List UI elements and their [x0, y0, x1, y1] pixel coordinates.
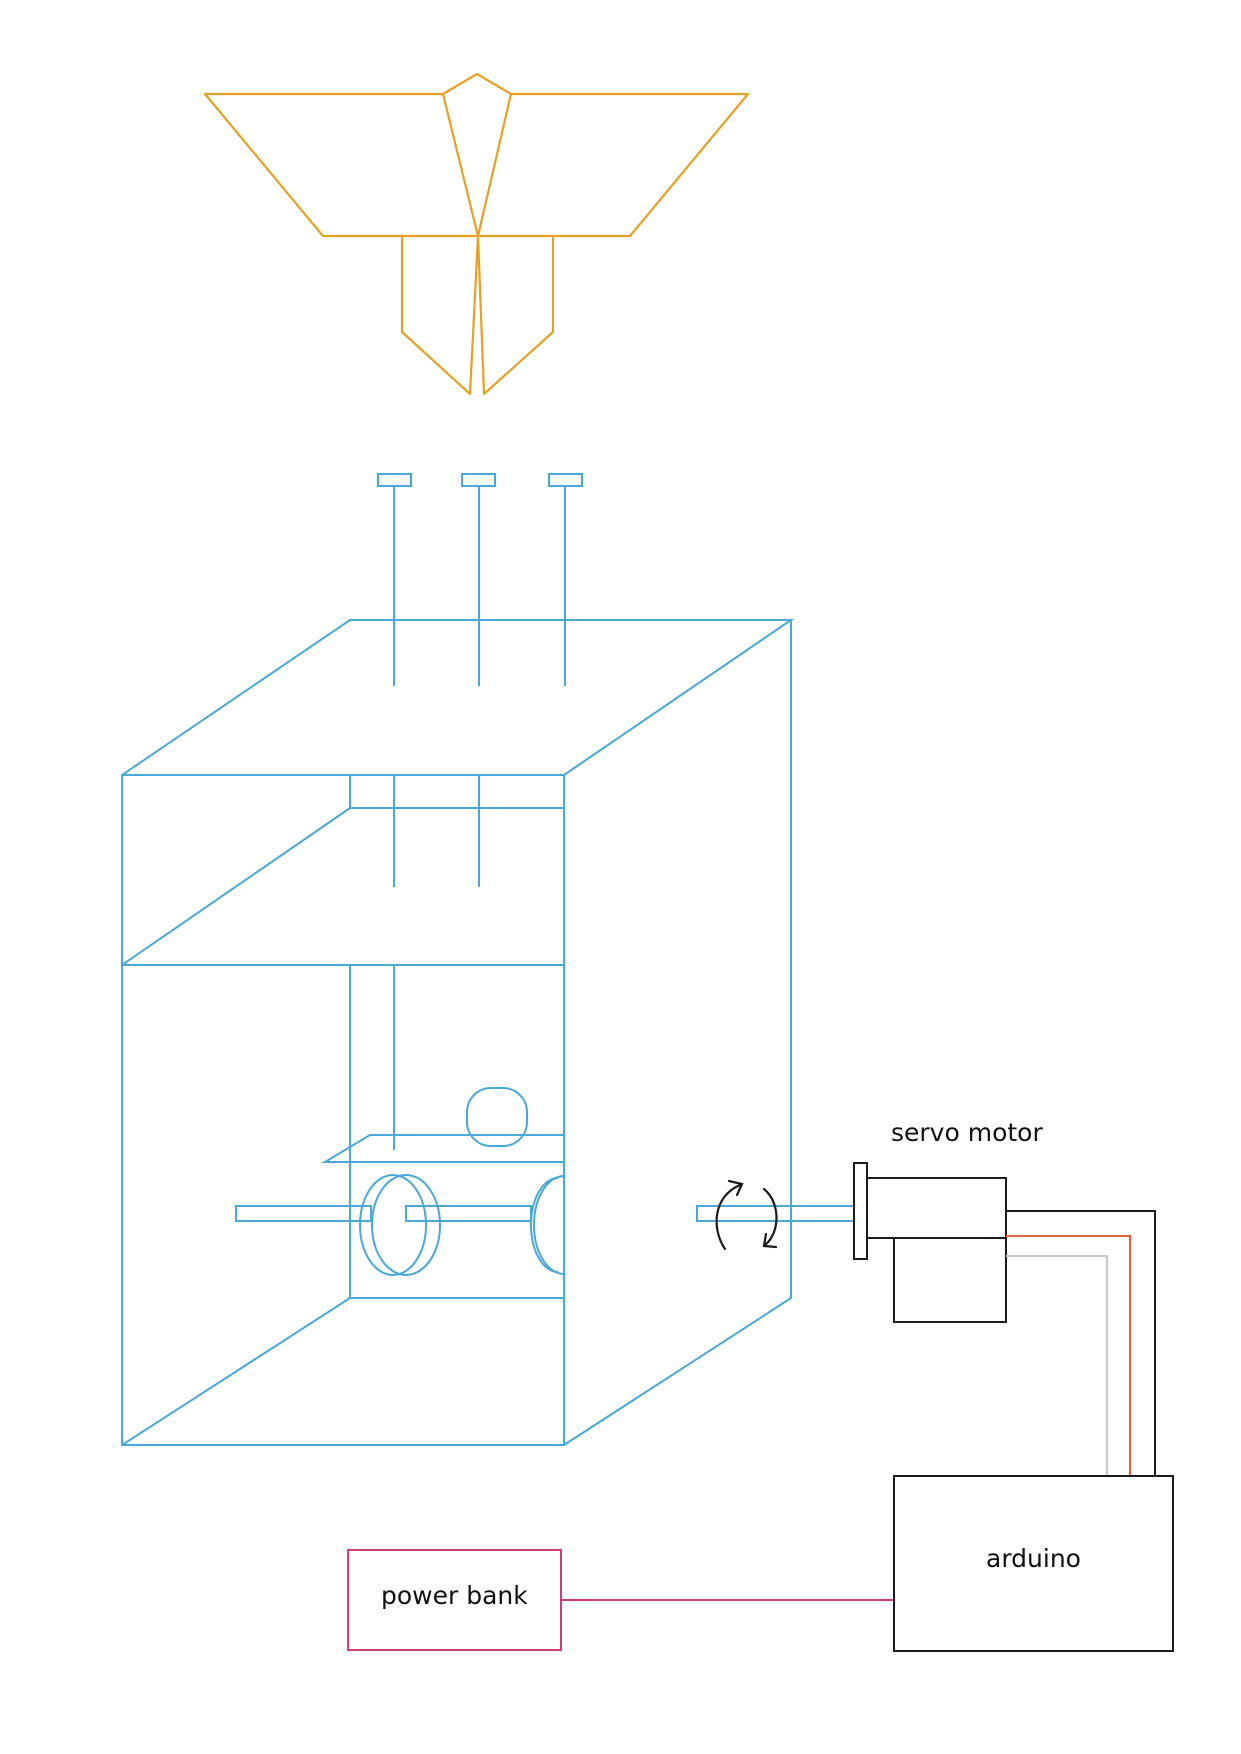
signal-wire	[1006, 1235, 1131, 1476]
rotation-arrowhead-lower	[762, 1232, 778, 1249]
cam-wheel-2	[533, 1175, 565, 1275]
ground-wire	[1006, 1255, 1108, 1476]
power-bank-box	[347, 1549, 562, 1651]
servo-gearbox	[893, 1237, 1007, 1323]
box-top-face	[121, 619, 795, 776]
cam-wheel-1-front	[371, 1174, 441, 1276]
wiring	[561, 1210, 1156, 1601]
rod-cap-right	[548, 473, 583, 487]
cam-wheel-2-back	[530, 1177, 559, 1273]
bird-tail	[400, 234, 555, 396]
servo-body	[866, 1177, 1007, 1239]
servo-motor-label: servo motor	[891, 1118, 1043, 1147]
crankshaft-left	[235, 1205, 372, 1222]
servo-motor: servo motor	[853, 1118, 1043, 1323]
servo-flange	[853, 1162, 868, 1260]
rotation-arrowhead-upper	[727, 1179, 744, 1197]
box-right-face	[563, 620, 792, 1446]
cam-box	[121, 473, 855, 1446]
rod-cap-left	[377, 473, 412, 487]
power-wire-servo	[1006, 1210, 1156, 1476]
follower-cam	[466, 1087, 528, 1147]
rotation-arc-upper	[715, 1183, 742, 1251]
power-bank-label: power bank	[381, 1581, 528, 1610]
rod-cap-middle	[461, 473, 496, 487]
arduino-label: arduino	[986, 1544, 1081, 1573]
box-floor-edge	[121, 1297, 351, 1446]
rotation-arrow-icon	[715, 1179, 778, 1251]
power-bank: power bank	[347, 1549, 562, 1651]
box-front-face	[121, 774, 565, 1446]
bird-right-wing	[476, 92, 750, 238]
cam-wheel-1-back	[359, 1174, 427, 1276]
bird-left-wing	[203, 92, 480, 238]
arduino-board: arduino	[893, 1475, 1174, 1652]
bird-head	[441, 72, 513, 238]
follower-plate	[321, 1134, 565, 1163]
arduino-box	[893, 1475, 1174, 1652]
bird-figure	[203, 72, 750, 396]
shelf-left-edge	[121, 807, 351, 966]
rotation-arc-lower	[762, 1187, 778, 1247]
